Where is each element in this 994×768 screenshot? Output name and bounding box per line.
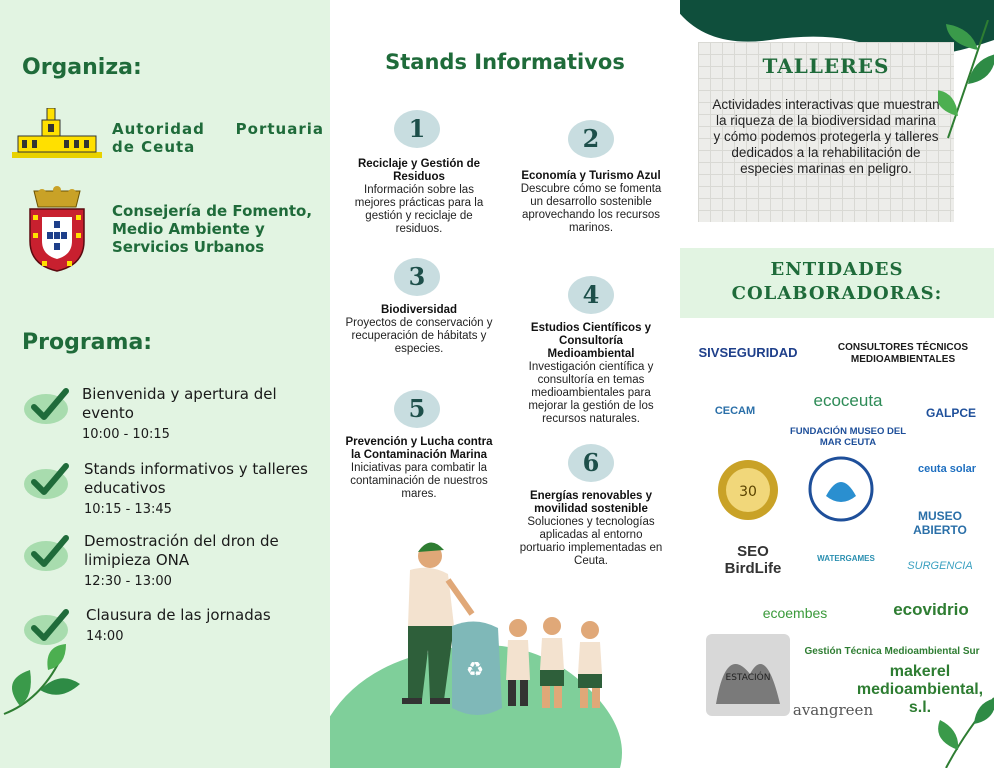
stand-title: Reciclaje y Gestión de Residuos <box>357 158 481 183</box>
stand-title: Biodiversidad <box>380 304 458 316</box>
svg-text:ESTACIÓN: ESTACIÓN <box>726 671 771 683</box>
svg-text:♻: ♻ <box>466 657 484 681</box>
org-autoridad-portuaria: Autoridad Portuaria de Ceuta <box>12 108 324 168</box>
stand-description: Soluciones y tecnologías aplicadas al en… <box>519 516 663 567</box>
consejeria-name: Consejería de Fomento, Medio Ambiente y … <box>112 202 313 256</box>
entidades-heading-line2: COLABORADORAS: <box>731 283 943 304</box>
program-item-time: 12:30 - 13:00 <box>84 574 172 589</box>
stand-title: Prevención y Lucha contra la Contaminaci… <box>345 436 493 461</box>
leaf-decoration-icon <box>938 20 994 139</box>
org-consejeria: Consejería de Fomento, Medio Ambiente y … <box>12 185 322 273</box>
logo-ecoceuta: ecoceuta <box>813 391 883 410</box>
leaf-decoration-icon <box>3 644 80 715</box>
logo-consultores-tecnicos: CONSULTORES TÉCNICOS MEDIOAMBIENTALES <box>837 342 969 365</box>
stand-number-badge: 4 <box>568 276 614 314</box>
stand-description: Iniciativas para combatir la contaminaci… <box>350 462 488 500</box>
logo-cecam: CECAM <box>714 405 756 417</box>
program-item-time: 14:00 <box>86 629 124 644</box>
check-icon <box>24 385 74 425</box>
entidades-heading: ENTIDADES COLABORADORAS: <box>680 258 994 306</box>
logo-surgencia: SURGENCIA <box>907 560 973 572</box>
programa-heading: Programa: <box>22 330 153 355</box>
stand-item: Economía y Turismo Azul Descubre cómo se… <box>516 170 666 235</box>
program-item-label: Bienvenida y apertura del evento <box>82 385 277 422</box>
program-item-time: 10:00 - 10:15 <box>82 427 170 442</box>
logo-makerel: makerel medioambiental, s.l. <box>856 663 984 716</box>
stand-description: Investigación científica y consultoría e… <box>528 361 654 425</box>
stand-number-badge: 2 <box>568 120 614 158</box>
laboratorio-biologia-marina-logo <box>808 456 874 522</box>
ceuta-coat-of-arms <box>29 186 85 272</box>
seal-logo: 30 <box>718 460 778 520</box>
stand-description: Proyectos de conservación y recuperación… <box>345 317 493 355</box>
logo-museo-del-mar: FUNDACIÓN MUSEO DEL MAR CEUTA <box>789 426 907 448</box>
program-item: Bienvenida y apertura del evento 10:00 -… <box>24 385 322 442</box>
logo-galpce: GALPCE <box>925 406 976 420</box>
estacion-biologia-marina-logo: ESTACIÓN <box>706 634 790 716</box>
talleres-description: Actividades interactivas que muestran la… <box>712 97 940 176</box>
program-item: Stands informativos y talleres educativo… <box>24 460 329 517</box>
stand-title: Economía y Turismo Azul <box>521 170 661 182</box>
right-panel: TALLERES Actividades interactivas que mu… <box>680 0 994 768</box>
logo-sivseguridad: SIVSEGURIDAD <box>698 344 798 360</box>
left-panel: Organiza: Autoridad Portuaria de Ceuta C… <box>0 0 330 768</box>
logo-museo-abierto: MUSEO ABIERTO <box>913 509 967 537</box>
entidades-heading-line1: ENTIDADES <box>770 259 904 280</box>
stand-number-badge: 1 <box>394 110 440 148</box>
logo-ecoembes: ecoembes <box>762 605 828 621</box>
talleres-heading: TALLERES <box>762 54 890 78</box>
stand-item: Estudios Científicos y Consultoría Medio… <box>516 322 666 426</box>
stand-title: Energías renovables y movilidad sostenib… <box>529 490 653 515</box>
autoridad-portuaria-name: Autoridad Portuaria de Ceuta <box>112 120 324 156</box>
logo-ecovidrio: ecovidrio <box>893 600 969 619</box>
stand-item: Reciclaje y Gestión de Residuos Informac… <box>344 158 494 236</box>
program-item-label: Demostración del dron de limipieza ONA <box>84 532 279 569</box>
stand-description: Información sobre las mejores prácticas … <box>354 184 484 235</box>
talleres-box: TALLERES Actividades interactivas que mu… <box>698 42 954 222</box>
organiza-heading: Organiza: <box>22 55 142 80</box>
logo-seo-birdlife: SEO BirdLife <box>724 543 782 577</box>
program-item-time: 10:15 - 13:45 <box>84 502 172 517</box>
check-icon <box>24 606 74 646</box>
entidades-band <box>680 248 994 318</box>
stand-number-badge: 5 <box>394 390 440 428</box>
logo-watergames: WATERGAMES <box>817 553 875 563</box>
stand-title: Estudios Científicos y Consultoría Medio… <box>530 322 652 360</box>
leaf-decoration-icon <box>938 697 994 768</box>
program-item-label: Clausura de las jornadas <box>86 606 271 624</box>
program-item: Demostración del dron de limipieza ONA 1… <box>24 532 324 589</box>
autoridad-portuaria-logo <box>12 108 102 158</box>
middle-panel: Stands Informativos 1 Reciclaje y Gestió… <box>330 0 680 768</box>
svg-text:30: 30 <box>739 484 757 500</box>
stand-description: Descubre cómo se fomenta un desarrollo s… <box>520 183 662 234</box>
stand-number-badge: 3 <box>394 258 440 296</box>
check-icon <box>24 460 74 500</box>
program-item-label: Stands informativos y talleres educativo… <box>84 460 308 497</box>
stand-item: Biodiversidad Proyectos de conservación … <box>344 304 494 356</box>
program-item: Clausura de las jornadas 14:00 <box>24 606 326 646</box>
check-icon <box>24 532 74 572</box>
stand-item: Energías renovables y movilidad sostenib… <box>516 490 666 568</box>
recycling-family-illustration: ♻ <box>330 542 622 768</box>
logo-ceuta-solar: ceuta solar <box>917 463 977 475</box>
stands-heading: Stands Informativos <box>385 50 625 74</box>
stand-item: Prevención y Lucha contra la Contaminaci… <box>344 436 494 501</box>
logo-avangreen: avangreen <box>792 701 874 719</box>
stand-number-badge: 6 <box>568 444 614 482</box>
logo-gestion-tecnica: Gestión Técnica Medioambiental Sur <box>804 646 980 657</box>
